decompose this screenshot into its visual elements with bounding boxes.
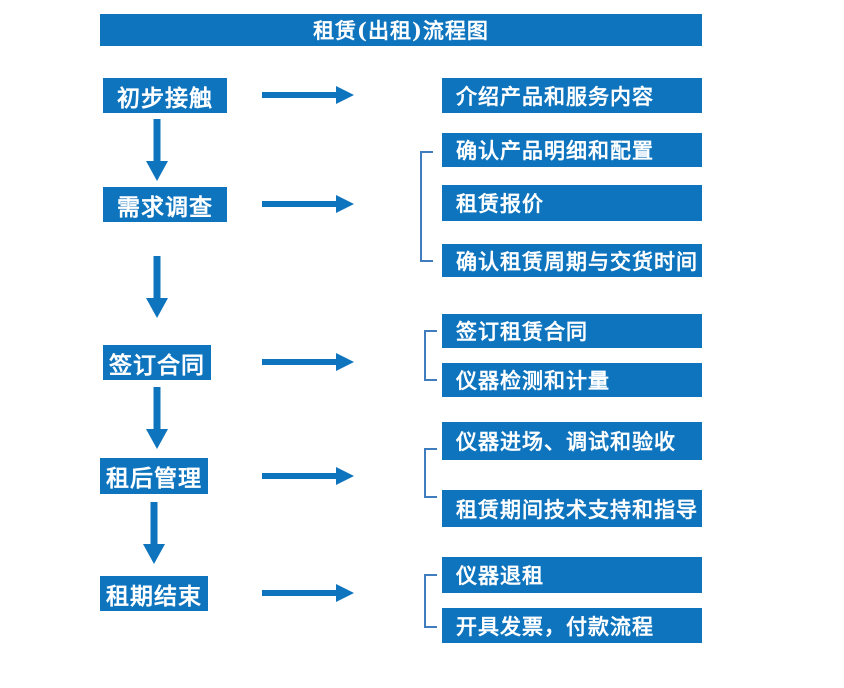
arrow-down-icon <box>146 256 168 318</box>
stage-needs-survey: 需求调查 <box>103 187 227 222</box>
stage-initial-contact: 初步接触 <box>103 78 227 113</box>
arrow-down-icon <box>146 387 168 449</box>
group-bracket-needs-survey <box>420 151 433 262</box>
detail-tech-support: 租赁期间技术支持和指导 <box>442 490 702 527</box>
arrow-down-icon <box>143 502 165 564</box>
arrow-right-icon <box>262 353 354 371</box>
detail-introduce-products: 介绍产品和服务内容 <box>442 78 702 113</box>
stage-sign-contract: 签订合同 <box>103 345 211 380</box>
detail-rental-quote: 租赁报价 <box>442 185 702 221</box>
detail-invoice-payment: 开具发票，付款流程 <box>442 608 702 643</box>
page-title: 租赁(出租)流程图 <box>100 14 702 46</box>
arrow-right-icon <box>262 584 354 602</box>
detail-instrument-setup: 仪器进场、调试和验收 <box>442 422 702 460</box>
arrow-right-icon <box>262 195 354 213</box>
detail-confirm-period-delivery: 确认租赁周期与交货时间 <box>442 244 702 277</box>
stage-rental-end: 租期结束 <box>100 576 208 611</box>
arrow-right-icon <box>262 467 354 485</box>
group-bracket-post-rental <box>424 448 437 498</box>
arrow-right-icon <box>262 86 354 104</box>
detail-instrument-return: 仪器退租 <box>442 557 702 593</box>
stage-post-rental-mgmt: 租后管理 <box>100 458 208 494</box>
group-bracket-sign-contract <box>424 330 437 381</box>
group-bracket-rental-end <box>424 574 437 628</box>
arrow-down-icon <box>146 119 168 181</box>
detail-sign-rental-contract: 签订租赁合同 <box>442 314 702 348</box>
detail-confirm-product-config: 确认产品明细和配置 <box>442 133 702 167</box>
detail-instrument-inspection: 仪器检测和计量 <box>442 363 702 397</box>
